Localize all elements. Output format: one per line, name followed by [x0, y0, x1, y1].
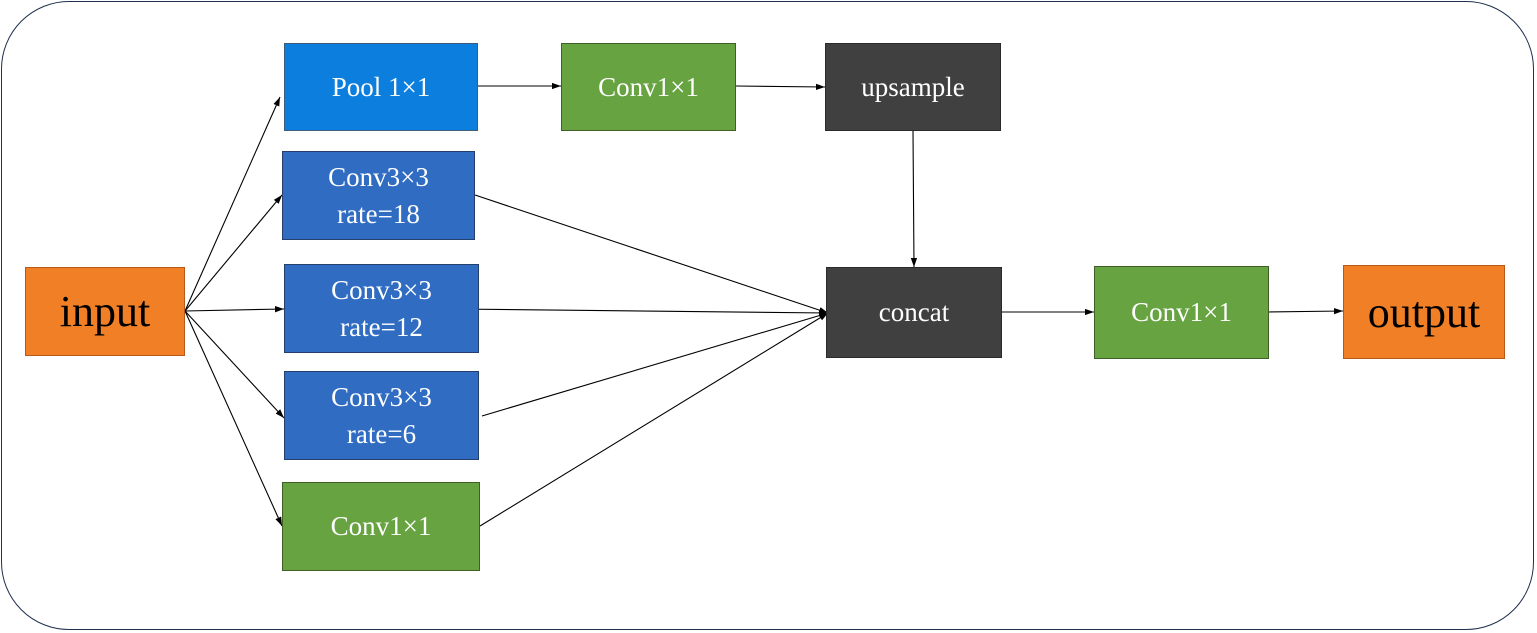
- conv3x3-rate12-node: Conv3×3 rate=12: [284, 264, 479, 353]
- conv3x3-rate6-rate: rate=6: [346, 418, 417, 449]
- concat-label: concat: [878, 297, 950, 327]
- conv3x3-rate18-node: Conv3×3 rate=18: [282, 151, 475, 240]
- arrow-conv-out-to-output: [1268, 307, 1344, 315]
- arrow-conv-bottom-to-concat: [479, 312, 829, 527]
- conv1x1-pool-branch-label: Conv1×1: [598, 71, 699, 102]
- arrow-input-to-conv-r6: [184, 310, 285, 419]
- conv3x3-rate18-title: Conv3×3: [328, 161, 429, 192]
- arrow-input-to-conv-r12: [184, 306, 285, 313]
- conv3x3-rate6-title: Conv3×3: [331, 381, 432, 412]
- arrow-conv-r12-to-concat: [454, 308, 829, 317]
- concat-node: concat: [826, 267, 1002, 358]
- conv1x1-pool-branch-node: Conv1×1: [561, 43, 736, 131]
- input-label: input: [59, 287, 151, 336]
- arrow-conv-r18-to-concat: [474, 194, 829, 314]
- pool-node: Pool 1×1: [284, 43, 478, 131]
- arrow-conv-r6-to-concat: [481, 312, 829, 417]
- conv1x1-output-node: Conv1×1: [1094, 266, 1269, 359]
- pool-label: Pool 1×1: [331, 71, 431, 102]
- conv3x3-rate6-node: Conv3×3 rate=6: [284, 371, 479, 460]
- conv1x1-branch-node: Conv1×1: [282, 482, 480, 571]
- arrow-upsample-to-concat: [910, 130, 918, 268]
- output-node: output: [1343, 265, 1505, 359]
- arrow-input-to-conv-bottom: [184, 310, 283, 527]
- conv3x3-rate12-rate: rate=12: [340, 311, 423, 342]
- conv3x3-rate12-title: Conv3×3: [331, 274, 432, 305]
- input-node: input: [25, 267, 185, 356]
- arrow-input-to-pool: [184, 96, 281, 312]
- arrow-conv-top-to-upsample: [735, 83, 826, 91]
- output-label: output: [1367, 287, 1481, 337]
- conv1x1-branch-label: Conv1×1: [330, 511, 432, 541]
- upsample-node: upsample: [825, 43, 1001, 131]
- upsample-label: upsample: [861, 71, 965, 102]
- conv3x3-rate18-rate: rate=18: [337, 198, 420, 229]
- arrow-input-to-conv-r18: [184, 194, 283, 312]
- conv1x1-output-label: Conv1×1: [1131, 297, 1232, 327]
